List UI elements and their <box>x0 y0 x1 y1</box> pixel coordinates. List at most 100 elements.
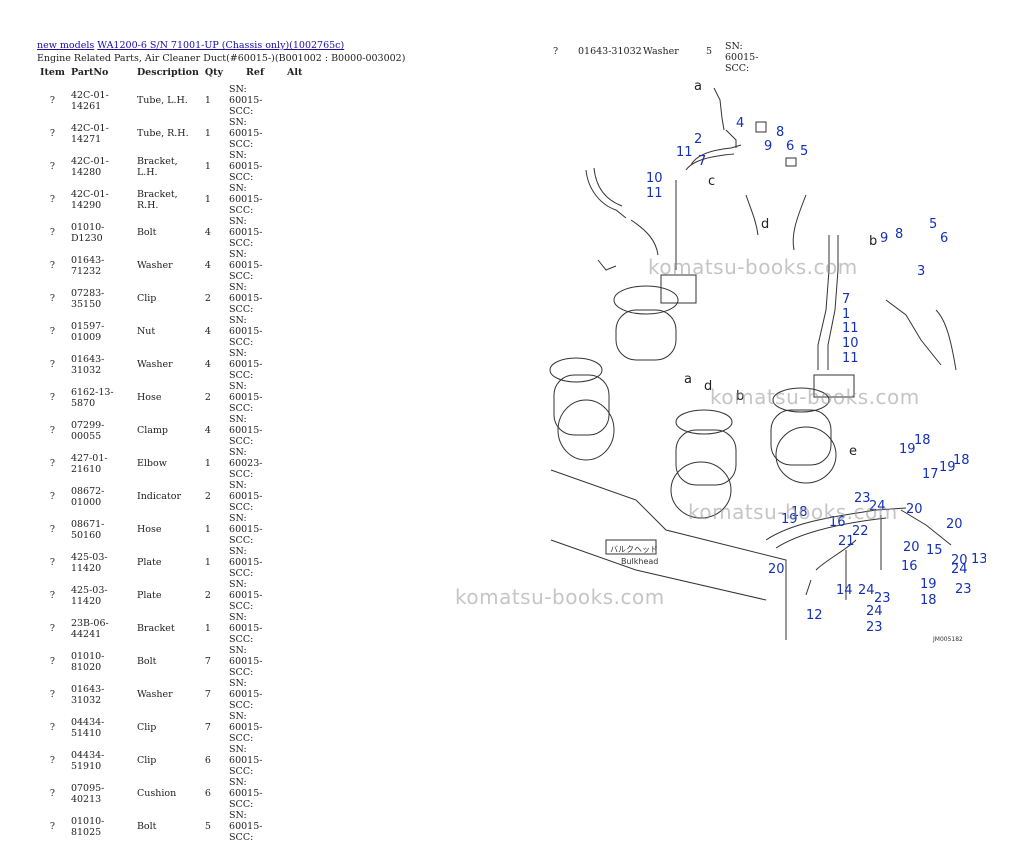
cell-description: Bolt <box>136 656 157 667</box>
col-partno: PartNo <box>70 66 109 78</box>
frame-edge <box>550 469 787 640</box>
ref-letter-c: c <box>708 174 715 189</box>
cell-partno: 427-01-21610 <box>70 452 108 475</box>
col-ref: Ref <box>246 66 265 78</box>
air-cleaner-3-body <box>670 461 732 519</box>
tube-vertical-7 <box>817 235 830 370</box>
cell-partno: 01010-81025 <box>70 815 105 838</box>
cell-qty: 4 <box>204 260 211 271</box>
air-cleaner-4-cap <box>772 387 830 413</box>
bracket-rh <box>813 374 855 398</box>
cell-alt <box>284 150 310 183</box>
cell-item: ? <box>49 788 56 799</box>
watermark-4: komatsu-books.com <box>455 585 665 609</box>
cell-description: Tube, R.H. <box>136 128 189 139</box>
cell-alt <box>284 744 310 777</box>
watermark-2: komatsu-books.com <box>710 385 920 409</box>
callout-22: 22 <box>852 524 869 539</box>
cell-ref: SN: 60015-SCC: <box>229 381 263 414</box>
callout-5: 5 <box>800 144 808 159</box>
air-cleaner-1 <box>615 309 677 361</box>
callout-7: 7 <box>698 154 706 169</box>
left-hose <box>585 169 627 219</box>
callout-6: 6 <box>786 139 794 154</box>
callout-3: 3 <box>917 264 925 279</box>
cell-item: ? <box>49 194 56 205</box>
cell-alt <box>284 546 310 579</box>
callout-4: 4 <box>736 116 744 131</box>
cell-partno: 425-03-11420 <box>70 584 108 607</box>
cell-alt <box>284 447 310 480</box>
ref-letter-d: d <box>704 379 712 394</box>
callout-10-top: 10 <box>646 171 663 186</box>
tube-7 <box>690 144 742 166</box>
callout-24b: 24 <box>951 562 968 577</box>
cell-partno: 42C-01-14290 <box>70 188 109 211</box>
right-side-hose <box>885 299 942 366</box>
left-hose-inner <box>593 167 623 207</box>
cell-ref: SN: 60015-SCC: <box>229 480 263 513</box>
cell-alt <box>284 117 310 150</box>
cell-qty: 7 <box>204 722 211 733</box>
cell-alt <box>284 480 310 513</box>
air-cleaner-4-body <box>775 426 837 484</box>
cell-qty: 4 <box>204 425 211 436</box>
callout-23b: 23 <box>874 591 891 606</box>
cell-partno: 42C-01-14271 <box>70 122 109 145</box>
callout-19c: 19 <box>781 512 798 527</box>
callout-23c: 23 <box>955 582 972 597</box>
breadcrumb-link-new-models[interactable]: new models <box>37 40 95 51</box>
cell-item: ? <box>49 524 56 535</box>
cell-partno: 01643-71232 <box>70 254 105 277</box>
ref-letter-d-top: d <box>761 217 769 232</box>
cell-alt <box>284 645 310 678</box>
breadcrumb-link-model[interactable]: WA1200-6 S/N 71001-UP (Chassis only)(100… <box>97 40 345 51</box>
cell-qty: 6 <box>204 755 211 766</box>
cell-ref: SN: 60015-SCC: <box>229 810 263 843</box>
cell-partno: 01010-81020 <box>70 650 105 673</box>
air-cleaner-2-body <box>557 399 615 461</box>
cell-item: ? <box>49 623 56 634</box>
cell-item: ? <box>49 755 56 766</box>
continued-qty: 5 <box>706 46 713 57</box>
cell-description: Bracket, R.H. <box>136 188 178 211</box>
cell-alt <box>284 579 310 612</box>
cell-item: ? <box>49 128 56 139</box>
cell-item: ? <box>49 161 56 172</box>
callout-23d: 23 <box>866 620 883 635</box>
cell-item: ? <box>49 425 56 436</box>
callout-20d: 20 <box>768 562 785 577</box>
cell-alt <box>284 216 310 249</box>
col-alt: Alt <box>287 66 303 78</box>
callout-11-top: 11 <box>676 145 693 160</box>
callout-20e: 20 <box>951 553 968 568</box>
cell-partno: 04434-51910 <box>70 749 105 772</box>
callout-16b: 16 <box>901 559 918 574</box>
ref-letter-a: a <box>684 372 692 387</box>
hose-lower-right <box>900 509 952 546</box>
cell-alt <box>284 315 310 348</box>
col-item: Item <box>40 66 65 78</box>
callout-5b: 5 <box>929 217 937 232</box>
cell-qty: 7 <box>204 689 211 700</box>
cell-ref: SN: 60015-SCC: <box>229 744 263 777</box>
callout-24c: 24 <box>858 583 875 598</box>
cell-alt <box>284 381 310 414</box>
cell-qty: 1 <box>204 194 211 205</box>
cell-ref: SN: 60015-SCC: <box>229 612 263 645</box>
cell-ref: SN: 60015-SCC: <box>229 84 263 117</box>
ref-letter-b: b <box>736 389 744 404</box>
cell-partno: 07299-00055 <box>70 419 105 442</box>
cell-description: Tube, L.H. <box>136 95 188 106</box>
cell-description: Plate <box>136 590 162 601</box>
callout-19d: 19 <box>920 577 937 592</box>
